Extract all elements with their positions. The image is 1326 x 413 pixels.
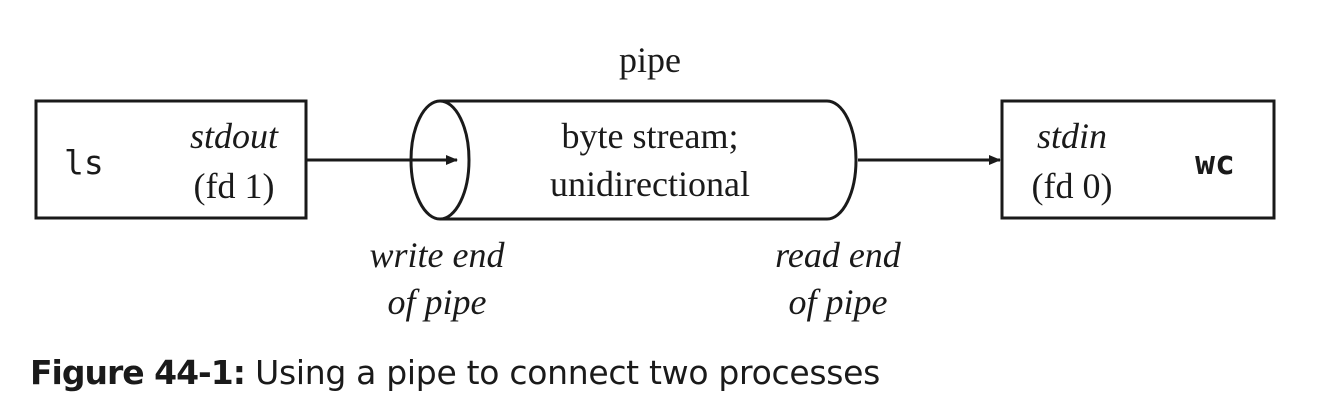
pipe-diagram: pipe ls stdout (fd 1) byte stream; unidi…	[34, 40, 1276, 322]
pipe-description-line2: unidirectional	[550, 164, 750, 204]
process-box-wc: stdin (fd 0) wc	[1000, 99, 1276, 220]
figure-caption: Figure 44-1: Using a pipe to connect two…	[30, 353, 880, 392]
read-end-label-line1: read end	[775, 235, 902, 275]
stdout-label: stdout	[190, 116, 279, 156]
pipe-title: pipe	[619, 40, 681, 80]
pipe-cylinder: byte stream; unidirectional	[409, 99, 858, 221]
process-name-ls: ls	[64, 143, 104, 182]
fd0-label: (fd 0)	[1032, 166, 1113, 206]
pipe-body	[440, 99, 858, 221]
read-end-label-line2: of pipe	[789, 282, 888, 322]
write-end-label-line1: write end	[370, 235, 506, 275]
write-end-label-line2: of pipe	[388, 282, 487, 322]
fd1-label: (fd 1)	[194, 166, 275, 206]
stdin-label: stdin	[1037, 116, 1107, 156]
figure-caption-text: Using a pipe to connect two processes	[255, 353, 881, 392]
process-box-wc-frame	[1000, 99, 1276, 220]
figure-caption-label: Figure 44-1:	[30, 353, 246, 392]
process-name-wc: wc	[1195, 143, 1235, 182]
process-box-ls: ls stdout (fd 1)	[34, 99, 308, 220]
pipe-description-line1: byte stream;	[562, 116, 739, 156]
